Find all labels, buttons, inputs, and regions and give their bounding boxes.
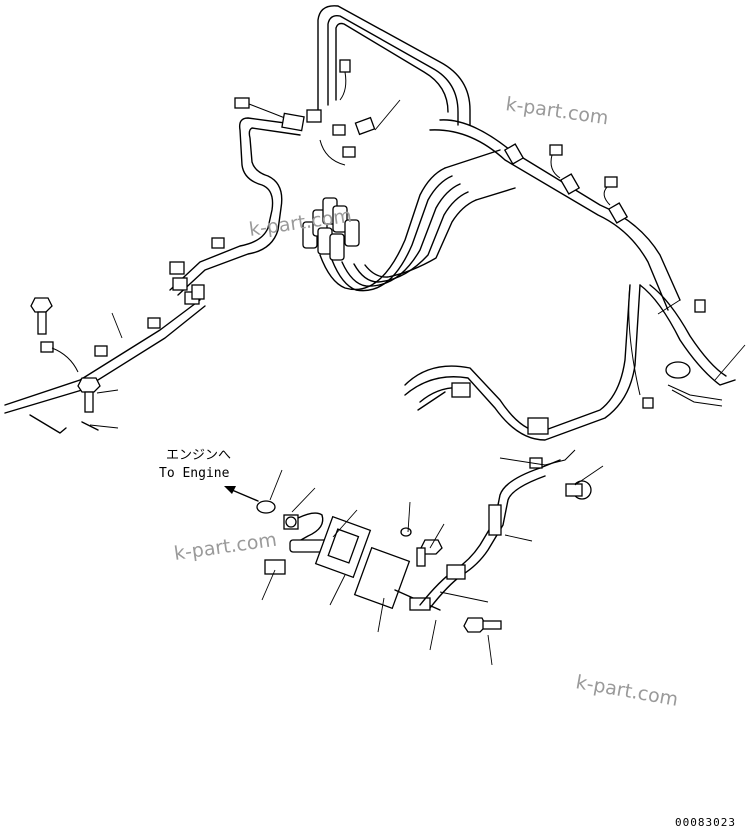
right-lower-harness — [404, 284, 736, 441]
to-engine-label-jp: エンジンへ — [166, 448, 231, 463]
watermark: k-part.com — [504, 93, 610, 129]
left-bolts — [29, 297, 101, 434]
to-engine-arrow — [224, 486, 259, 502]
upper-harness-loop — [317, 5, 681, 311]
to-engine-label-en: To Engine — [159, 466, 230, 481]
leader-lines — [89, 99, 746, 666]
lower-left-harness — [4, 237, 225, 414]
watermark: k-part.com — [173, 529, 279, 565]
left-branch-harness — [169, 109, 322, 296]
drawing-code: 00083023 — [675, 816, 736, 829]
bottom-assembly — [256, 449, 592, 633]
center-connector-cluster — [302, 149, 516, 292]
watermark: k-part.com — [574, 671, 680, 711]
top-connectors — [234, 59, 618, 206]
